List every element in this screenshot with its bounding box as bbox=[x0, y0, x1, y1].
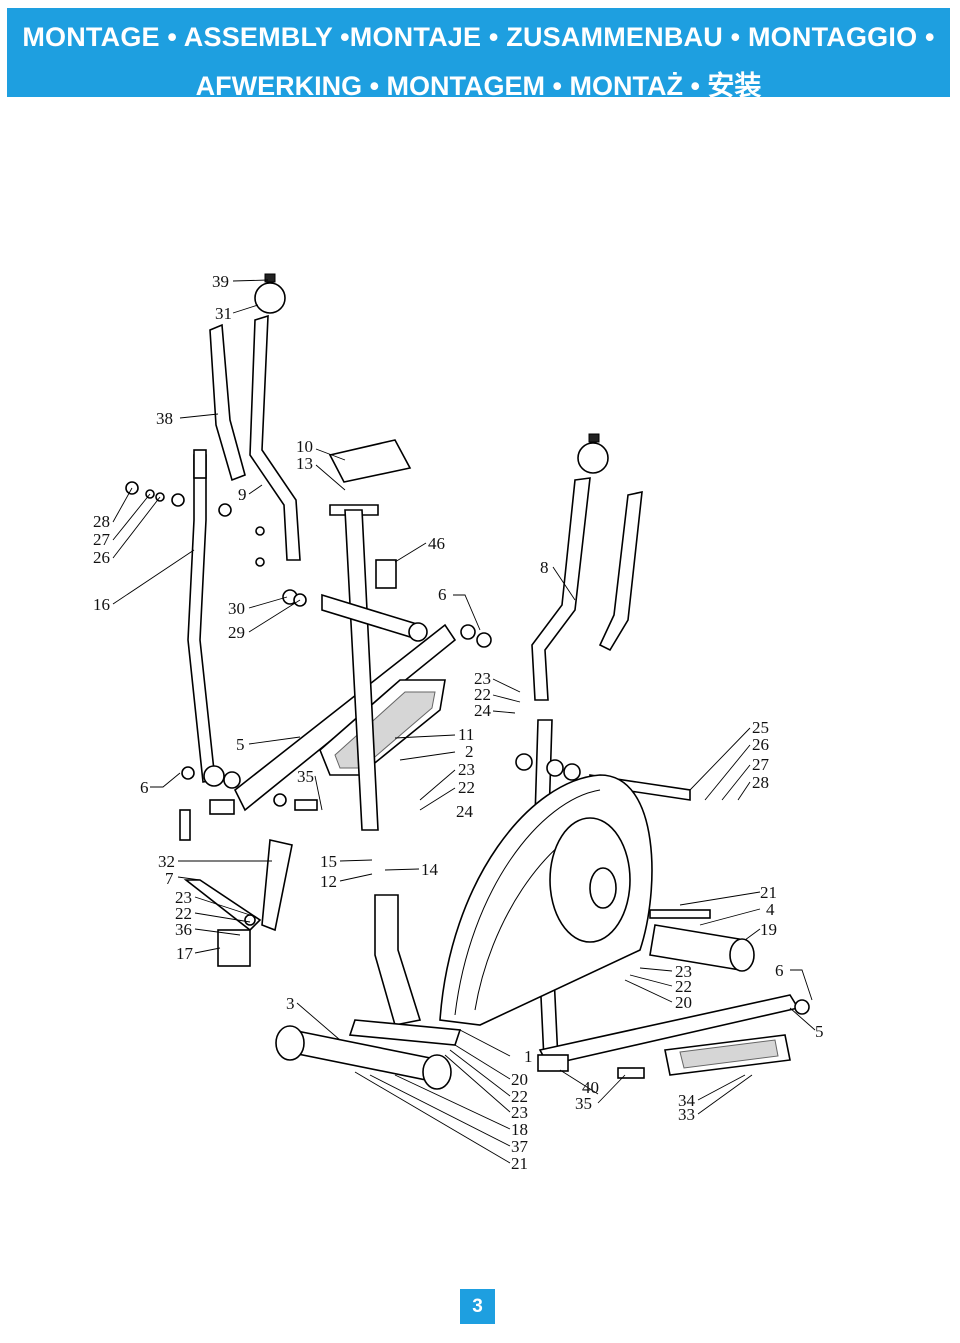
callout-23-upper: 23 bbox=[474, 669, 491, 688]
callout-17: 17 bbox=[176, 944, 194, 963]
callout-36: 36 bbox=[175, 920, 192, 939]
callout-labels: 39 31 38 10 13 9 28 27 26 46 8 16 30 29 … bbox=[93, 272, 824, 1173]
callout-40: 40 bbox=[582, 1078, 599, 1097]
flywheel-housing bbox=[439, 774, 653, 1026]
callout-5-right: 5 bbox=[815, 1022, 824, 1041]
callout-34: 34 bbox=[678, 1091, 696, 1110]
callout-6-right: 6 bbox=[775, 961, 784, 980]
callout-21-bottom: 21 bbox=[511, 1154, 528, 1173]
callout-11: 11 bbox=[458, 725, 474, 744]
callout-28-right: 28 bbox=[752, 773, 769, 792]
header-title-line2: AFWERKING • MONTAGEM • MONTAŻ • 安装 bbox=[195, 71, 762, 101]
callout-26-right: 26 bbox=[752, 735, 769, 754]
callout-8: 8 bbox=[540, 558, 549, 577]
callout-27-right: 27 bbox=[752, 755, 770, 774]
callout-22-upper: 22 bbox=[474, 685, 491, 704]
callout-6-left: 6 bbox=[140, 778, 149, 797]
callout-46: 46 bbox=[428, 534, 445, 553]
callout-22-right: 22 bbox=[675, 977, 692, 996]
callout-5-left: 5 bbox=[236, 735, 245, 754]
callout-7: 7 bbox=[165, 869, 174, 888]
callout-22-bottom: 22 bbox=[511, 1087, 528, 1106]
callout-25: 25 bbox=[752, 718, 769, 737]
callout-23-mid: 23 bbox=[458, 760, 475, 779]
left-foot-pedal-arm bbox=[179, 809, 293, 967]
callout-29: 29 bbox=[228, 623, 245, 642]
callout-22-mid: 22 bbox=[458, 778, 475, 797]
exploded-assembly-diagram: 39 31 38 10 13 9 28 27 26 46 8 16 30 29 … bbox=[93, 272, 824, 1173]
callout-24-upper: 24 bbox=[474, 701, 492, 720]
callout-35-lower: 35 bbox=[575, 1094, 592, 1113]
callout-15: 15 bbox=[320, 852, 337, 871]
leader-lines bbox=[112, 279, 816, 1164]
callout-35-upper: 35 bbox=[297, 767, 314, 786]
callout-27-left: 27 bbox=[93, 530, 111, 549]
main-frame-rail bbox=[537, 994, 810, 1079]
right-handlebar bbox=[531, 433, 643, 701]
callout-22-left: 22 bbox=[175, 904, 192, 923]
callout-18: 18 bbox=[511, 1120, 528, 1139]
assembly-header: MONTAGE • ASSEMBLY •MONTAJE • ZUSAMMENBA… bbox=[7, 8, 950, 101]
callout-30: 30 bbox=[228, 599, 245, 618]
callout-32: 32 bbox=[158, 852, 175, 871]
callout-10: 10 bbox=[296, 437, 313, 456]
callout-20-bottom: 20 bbox=[511, 1070, 528, 1089]
callout-19: 19 bbox=[760, 920, 777, 939]
callout-37: 37 bbox=[511, 1137, 529, 1156]
callout-13: 13 bbox=[296, 454, 313, 473]
left-lower-arm bbox=[125, 449, 307, 789]
callout-38: 38 bbox=[156, 409, 173, 428]
header-title-line1: MONTAGE • ASSEMBLY •MONTAJE • ZUSAMMENBA… bbox=[22, 22, 935, 52]
callout-3: 3 bbox=[286, 994, 295, 1013]
callout-21-right: 21 bbox=[760, 883, 777, 902]
rear-stabilizer bbox=[649, 909, 755, 972]
callout-20-right: 20 bbox=[675, 993, 692, 1012]
callout-14: 14 bbox=[421, 860, 439, 879]
callout-39: 39 bbox=[212, 272, 229, 291]
callout-2: 2 bbox=[465, 742, 474, 761]
callout-24-mid: 24 bbox=[456, 802, 474, 821]
callout-23-bottom: 23 bbox=[511, 1103, 528, 1122]
main-mast bbox=[321, 439, 492, 831]
page-number: 3 bbox=[460, 1289, 495, 1324]
callout-16: 16 bbox=[93, 595, 110, 614]
callout-12: 12 bbox=[320, 872, 337, 891]
callout-28-left: 28 bbox=[93, 512, 110, 531]
callout-4: 4 bbox=[766, 900, 775, 919]
callout-9: 9 bbox=[238, 485, 247, 504]
callout-23-left: 23 bbox=[175, 888, 192, 907]
left-handlebar-upper bbox=[209, 273, 301, 561]
callout-6-mast: 6 bbox=[438, 585, 447, 604]
front-stabilizer bbox=[275, 894, 462, 1090]
callout-33: 33 bbox=[678, 1105, 695, 1124]
callout-23-right: 23 bbox=[675, 962, 692, 981]
callout-26-left: 26 bbox=[93, 548, 110, 567]
callout-31: 31 bbox=[215, 304, 232, 323]
left-pedal-arm bbox=[209, 623, 457, 815]
callout-1: 1 bbox=[524, 1047, 533, 1066]
